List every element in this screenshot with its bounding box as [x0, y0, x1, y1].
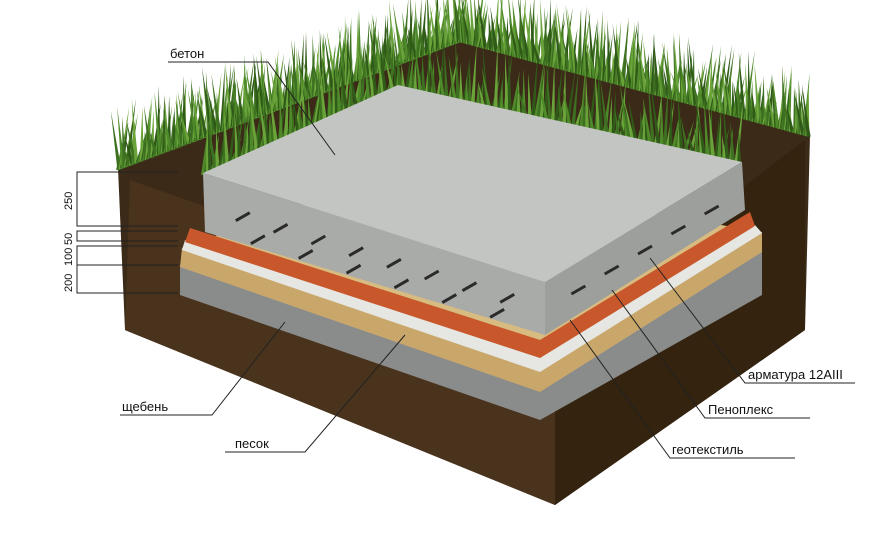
dim-200: 200 [63, 274, 75, 292]
label-penoplex: Пеноплекс [708, 402, 774, 417]
dim-50: 50 [63, 233, 75, 245]
label-sand: песок [235, 436, 269, 451]
label-rebar: арматура 12АIII [748, 367, 843, 382]
label-geotextile: геотекстиль [672, 442, 744, 457]
dim-100: 100 [63, 248, 75, 266]
label-crushed-stone: щебень [122, 399, 168, 414]
label-concrete: бетон [170, 46, 204, 61]
dim-250: 250 [63, 192, 75, 210]
